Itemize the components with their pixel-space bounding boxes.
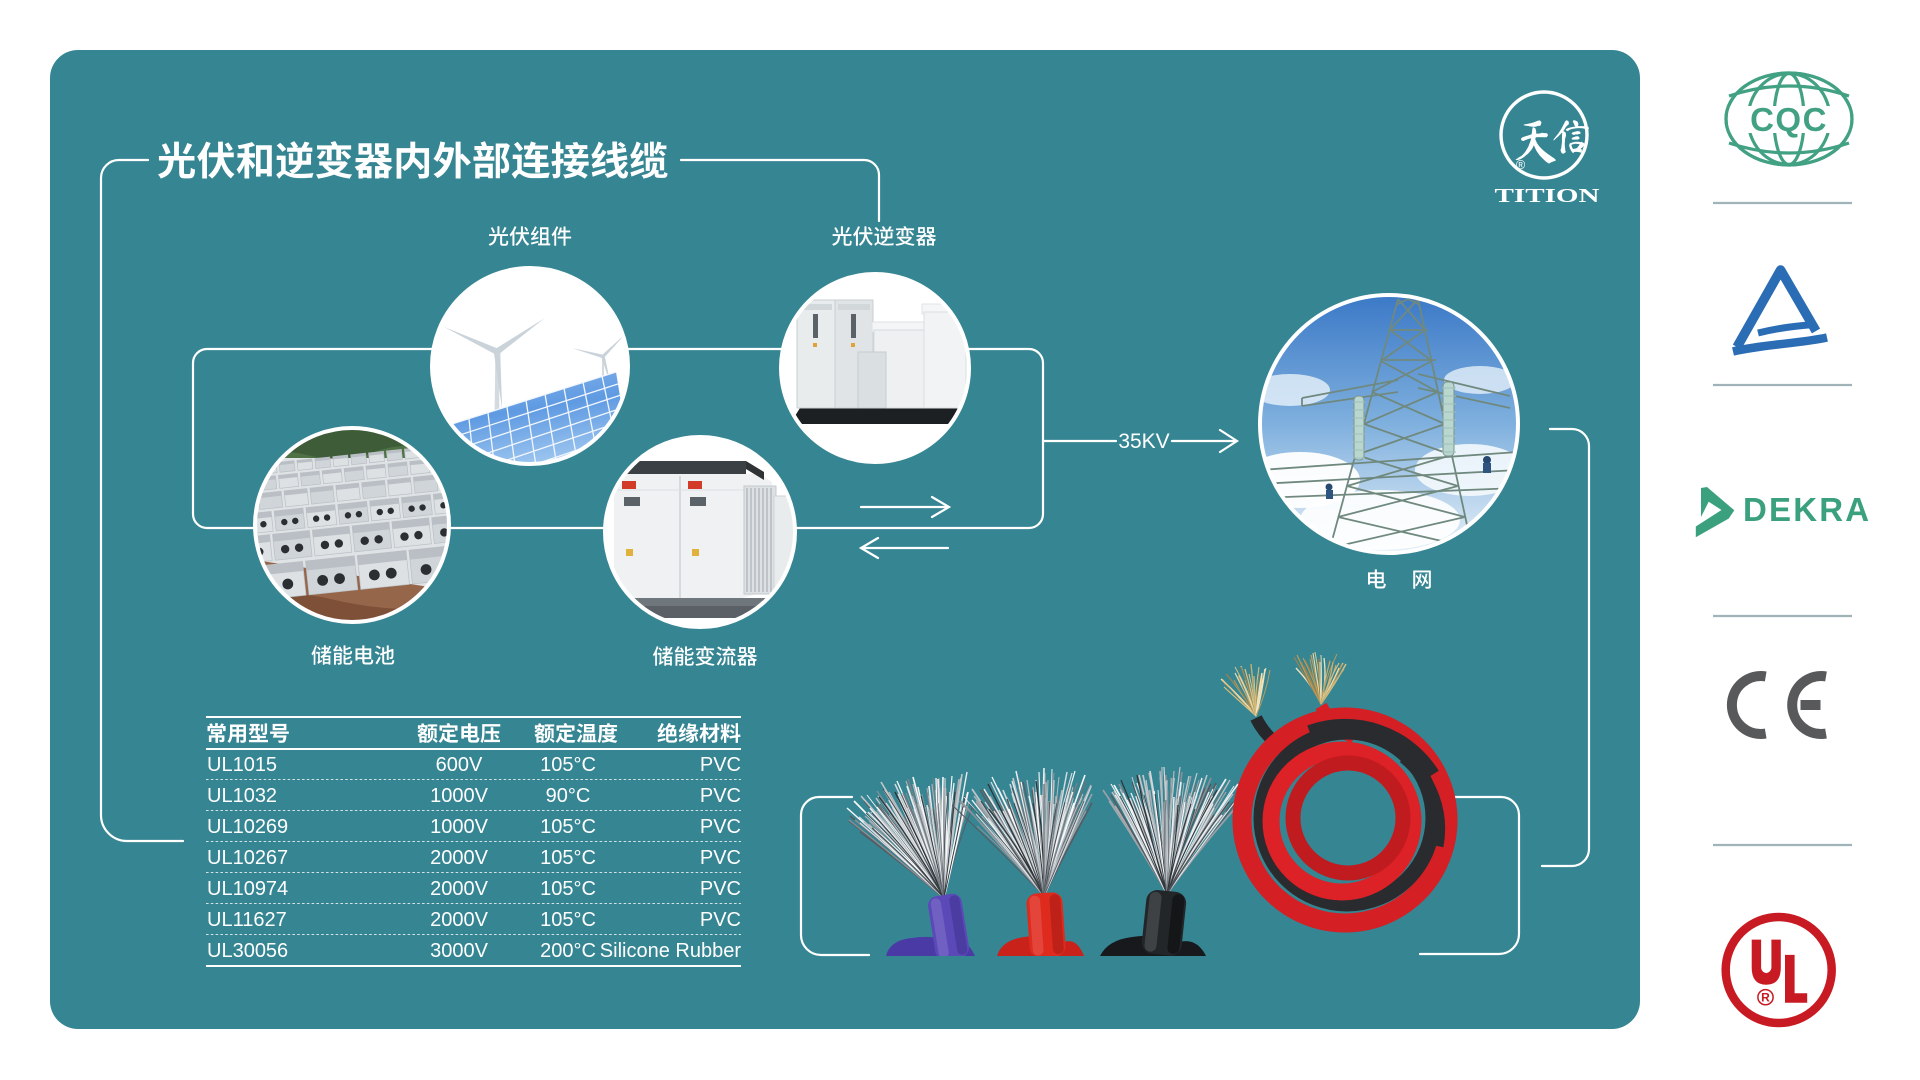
svg-text:105°C: 105°C xyxy=(540,816,596,838)
svg-text:PVC: PVC xyxy=(700,785,741,807)
svg-text:UL10269: UL10269 xyxy=(207,816,288,838)
svg-text:2000V: 2000V xyxy=(430,909,488,931)
svg-text:1000V: 1000V xyxy=(430,785,488,807)
svg-text:200°C: 200°C xyxy=(540,940,596,962)
svg-text:UL1015: UL1015 xyxy=(207,754,277,776)
svg-text:UL30056: UL30056 xyxy=(207,940,288,962)
svg-text:Silicone Rubber: Silicone Rubber xyxy=(600,940,742,962)
svg-text:1000V: 1000V xyxy=(430,816,488,838)
svg-text:TITION: TITION xyxy=(1495,185,1601,207)
svg-text:105°C: 105°C xyxy=(540,878,596,900)
svg-text:600V: 600V xyxy=(436,754,483,776)
svg-text:35KV: 35KV xyxy=(1118,430,1169,453)
svg-text:UL10974: UL10974 xyxy=(207,878,288,900)
svg-text:2000V: 2000V xyxy=(430,847,488,869)
svg-text:PVC: PVC xyxy=(700,847,741,869)
svg-text:PVC: PVC xyxy=(700,816,741,838)
svg-text:105°C: 105°C xyxy=(540,754,596,776)
svg-text:PVC: PVC xyxy=(700,878,741,900)
svg-text:R: R xyxy=(1761,991,1770,1005)
svg-text:UL1032: UL1032 xyxy=(207,785,277,807)
svg-text:PVC: PVC xyxy=(700,909,741,931)
svg-text:3000V: 3000V xyxy=(430,940,488,962)
svg-text:PVC: PVC xyxy=(700,754,741,776)
svg-text:UL11627: UL11627 xyxy=(207,909,287,931)
svg-text:90°C: 90°C xyxy=(546,785,591,807)
svg-text:105°C: 105°C xyxy=(540,909,596,931)
svg-text:®: ® xyxy=(1516,158,1526,172)
svg-text:105°C: 105°C xyxy=(540,847,596,869)
svg-text:2000V: 2000V xyxy=(430,878,488,900)
svg-text:CQC: CQC xyxy=(1750,101,1828,138)
svg-text:DEKRA: DEKRA xyxy=(1743,491,1871,528)
svg-text:UL10267: UL10267 xyxy=(207,847,288,869)
